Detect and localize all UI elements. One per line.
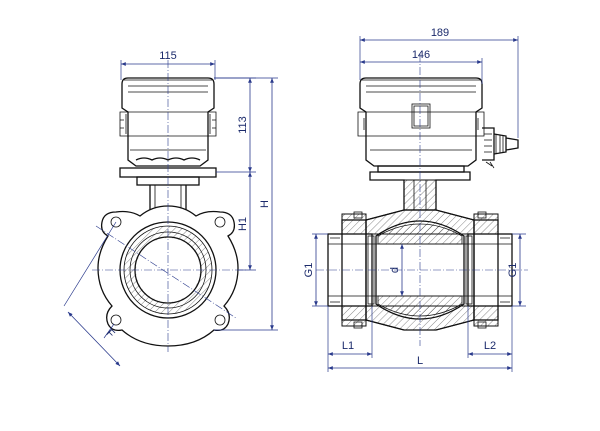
front-view: 115 113 H1 H F: [63, 50, 278, 367]
dim-front-f-label: F: [103, 327, 116, 340]
dim-front-width-label: 115: [159, 50, 177, 62]
dim-front-actuator-height-label: 113: [237, 116, 249, 134]
side-view: 189 146 G1 G1 d L1: [303, 27, 528, 372]
dim-side-l2-label: L2: [484, 340, 496, 352]
dim-side-total-width-label: 189: [431, 27, 449, 39]
dim-side-g1-right-label: G1: [507, 263, 519, 278]
dim-front-h1-label: H1: [237, 217, 249, 231]
dim-side-g1-right: G1: [507, 233, 526, 307]
dim-side-l2: L2: [467, 306, 513, 372]
front-actuator: [119, 77, 217, 167]
dim-side-l1: L1: [327, 306, 373, 372]
dim-side-bore: d: [389, 244, 404, 296]
dim-side-total-width: 189: [359, 27, 519, 138]
dim-front-f: F: [63, 221, 121, 367]
dim-side-l: L: [328, 355, 512, 370]
dim-front-h-label: H: [259, 200, 271, 208]
dim-front-h: H: [214, 77, 278, 331]
dim-side-bore-label: d: [389, 267, 401, 273]
side-mounting-plate: [377, 165, 465, 173]
side-actuator: [357, 77, 519, 169]
dim-side-g1-left-label: G1: [303, 263, 315, 278]
dim-side-l1-label: L1: [342, 340, 354, 352]
dim-front-h1: H1: [237, 172, 256, 271]
cable-gland: [482, 127, 519, 169]
dim-side-g1-left: G1: [303, 233, 328, 307]
dim-front-width: 115: [120, 50, 216, 80]
dim-side-actuator-width-label: 146: [412, 49, 430, 61]
dim-side-l-label: L: [417, 355, 423, 367]
dim-side-actuator-width: 146: [360, 49, 483, 84]
dim-front-actuator-height: 113: [214, 77, 256, 173]
